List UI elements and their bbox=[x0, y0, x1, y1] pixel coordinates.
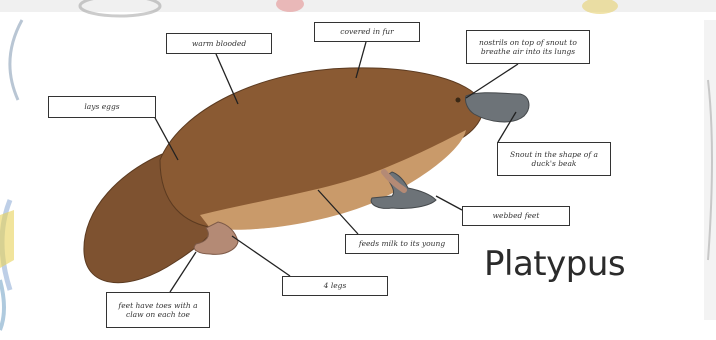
label-snout: Snout in the shape of a duck's beak bbox=[497, 142, 611, 176]
label-four-legs: 4 legs bbox=[282, 276, 388, 296]
label-feet-toes: feet have toes with a claw on each toe bbox=[106, 292, 210, 328]
diagram-title: Platypus bbox=[484, 244, 625, 284]
label-webbed-feet: webbed feet bbox=[462, 206, 570, 226]
label-nostrils: nostrils on top of snout to breathe air … bbox=[466, 30, 590, 64]
label-feeds-milk: feeds milk to its young bbox=[345, 234, 459, 254]
label-lays-eggs: lays eggs bbox=[48, 96, 156, 118]
label-warm-blooded: warm blooded bbox=[166, 33, 272, 54]
label-covered-in-fur: covered in fur bbox=[314, 22, 420, 42]
